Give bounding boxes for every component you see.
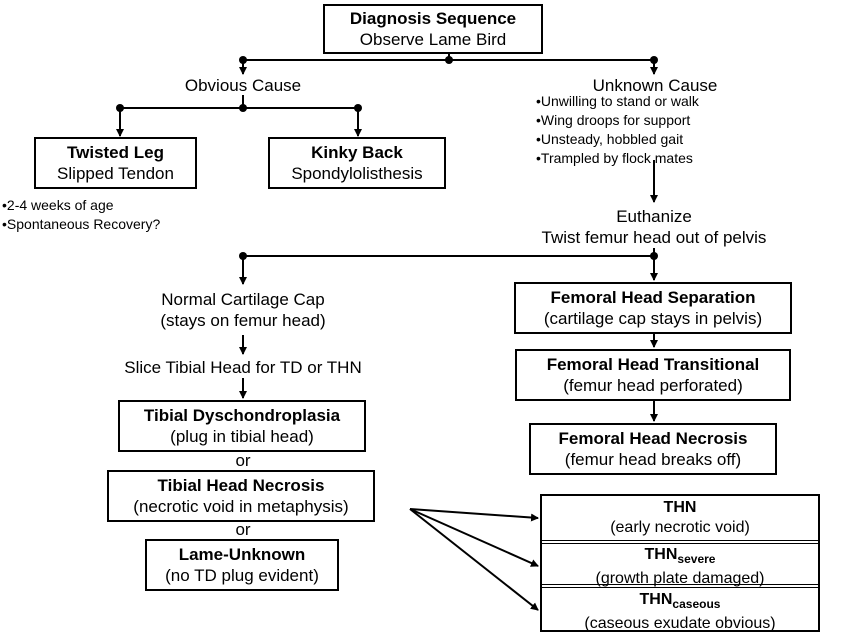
lame-unknown-box: Lame-Unknown (no TD plug evident) <box>145 539 339 591</box>
kinky-back-title: Kinky Back <box>311 143 403 162</box>
thn-caseous-subtitle: (caseous exudate obvious) <box>584 615 776 633</box>
kinky-back-subtitle: Spondylolisthesis <box>291 164 423 183</box>
thn-box: THN (early necrotic void) <box>542 498 818 538</box>
tibial-head-necrosis-box: Tibial Head Necrosis (necrotic void in m… <box>107 470 375 522</box>
euthanize-label: Euthanize Twist femur head out of pelvis <box>500 206 808 248</box>
diagnosis-title: Diagnosis Sequence <box>349 9 517 28</box>
normal-cap-label: Normal Cartilage Cap (stays on femur hea… <box>133 289 353 331</box>
thn-caseous-box: THNcaseous (caseous exudate obvious) <box>542 590 818 634</box>
thn-severe-subtitle: (growth plate damaged) <box>595 570 765 588</box>
slice-label: Slice Tibial Head for TD or THN <box>124 358 362 377</box>
thn-severe-main: THN <box>644 546 678 563</box>
fem-trans-title: Femoral Head Transitional <box>546 355 760 374</box>
tibial-necrosis-title: Tibial Head Necrosis <box>157 476 325 495</box>
diagnosis-subtitle: Observe Lame Bird <box>359 30 507 49</box>
thn-caseous-sub: caseous <box>672 597 721 612</box>
twisted-leg-notes: 2-4 weeks of age Spontaneous Recovery? <box>2 196 160 234</box>
twisted-leg-title: Twisted Leg <box>67 143 164 162</box>
fem-nec-title: Femoral Head Necrosis <box>558 429 748 448</box>
lame-unknown-subtitle: (no TD plug evident) <box>165 566 319 585</box>
thn-divider <box>542 584 818 588</box>
tibial-dys-title: Tibial Dyschondroplasia <box>143 406 341 425</box>
femoral-head-separation-box: Femoral Head Separation (cartilage cap s… <box>514 282 792 334</box>
thn-severe-title: THNsevere <box>542 545 818 569</box>
fem-nec-subtitle: (femur head breaks off) <box>564 450 742 469</box>
unknown-cause-signs: Unwilling to stand or walk Wing droops f… <box>536 92 699 168</box>
note-item: Spontaneous Recovery? <box>2 215 160 234</box>
lame-unknown-title: Lame-Unknown <box>178 545 306 564</box>
normal-cap-line1: Normal Cartilage Cap <box>161 290 325 309</box>
sign-item: Trampled by flock mates <box>536 149 699 168</box>
thn-divider <box>542 540 818 544</box>
twisted-leg-box: Twisted Leg Slipped Tendon <box>34 137 197 189</box>
or-label: or <box>235 520 251 539</box>
obvious-cause-label: Obvious Cause <box>184 76 302 95</box>
normal-cap-line2: (stays on femur head) <box>160 311 326 330</box>
fem-sep-title: Femoral Head Separation <box>550 288 756 307</box>
tibial-dyschondroplasia-box: Tibial Dyschondroplasia (plug in tibial … <box>118 400 366 452</box>
thn-caseous-main: THN <box>639 591 673 608</box>
unknown-cause-label: Unknown Cause <box>592 76 718 95</box>
note-item: 2-4 weeks of age <box>2 196 160 215</box>
tibial-dys-subtitle: (plug in tibial head) <box>170 427 314 446</box>
thn-title: THN <box>663 499 697 516</box>
thn-stack: THN (early necrotic void) THNsevere (gro… <box>540 494 820 632</box>
fem-sep-subtitle: (cartilage cap stays in pelvis) <box>543 309 763 328</box>
sign-item: Unwilling to stand or walk <box>536 92 699 111</box>
euthanize-line1: Euthanize <box>616 207 692 226</box>
or-label: or <box>235 451 251 470</box>
femoral-head-transitional-box: Femoral Head Transitional (femur head pe… <box>515 349 791 401</box>
twisted-leg-subtitle: Slipped Tendon <box>57 164 174 183</box>
thn-subtitle: (early necrotic void) <box>610 519 750 536</box>
euthanize-line2: Twist femur head out of pelvis <box>541 228 767 247</box>
sign-item: Unsteady, hobbled gait <box>536 130 699 149</box>
kinky-back-box: Kinky Back Spondylolisthesis <box>268 137 446 189</box>
thn-severe-box: THNsevere (growth plate damaged) <box>542 545 818 589</box>
sign-item: Wing droops for support <box>536 111 699 130</box>
thn-severe-sub: severe <box>677 552 716 567</box>
thn-caseous-title: THNcaseous <box>542 590 818 614</box>
tibial-necrosis-subtitle: (necrotic void in metaphysis) <box>133 497 349 516</box>
femoral-head-necrosis-box: Femoral Head Necrosis (femur head breaks… <box>529 423 777 475</box>
diagnosis-box: Diagnosis Sequence Observe Lame Bird <box>323 4 543 54</box>
fem-trans-subtitle: (femur head perforated) <box>563 376 743 395</box>
